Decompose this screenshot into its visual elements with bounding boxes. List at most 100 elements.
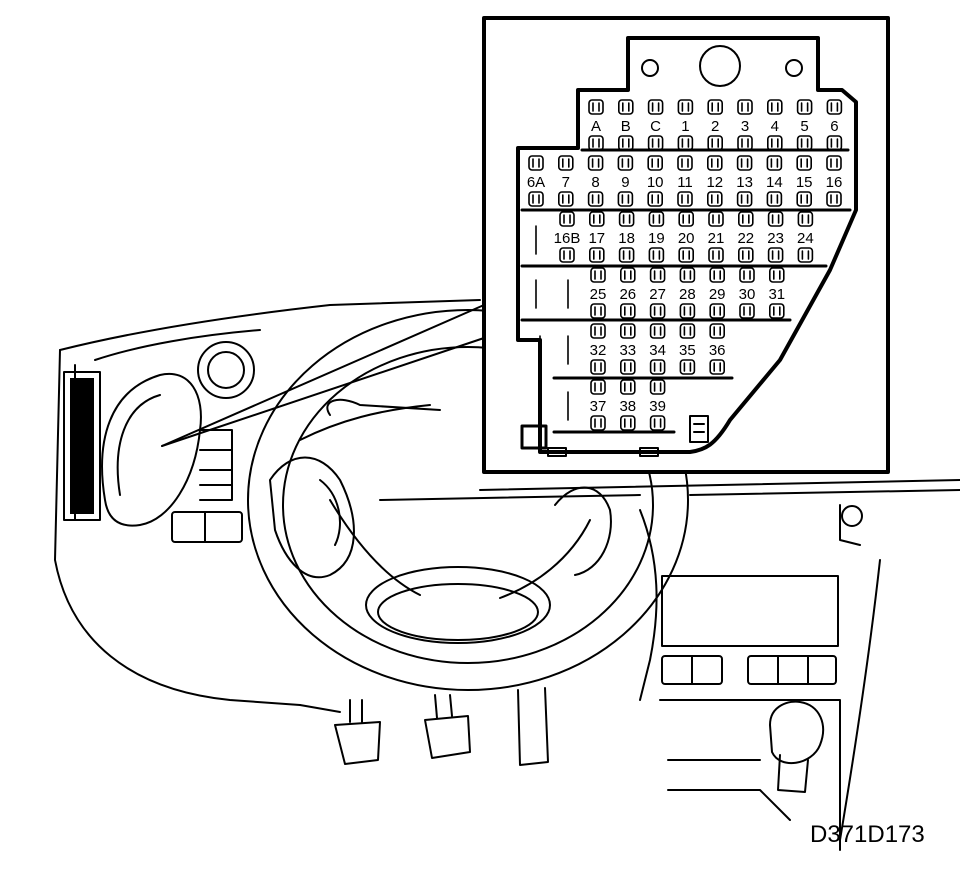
fuse-slot: [557, 155, 574, 207]
fuse-slot: [709, 267, 726, 319]
callout-pointer: [161, 304, 485, 447]
fuse-label: 5: [800, 118, 808, 135]
fuse-label: 24: [797, 230, 814, 247]
fuse-label: 22: [737, 230, 754, 247]
fuse-label: 25: [590, 286, 607, 303]
fuse-slot: [677, 99, 694, 151]
fuse-label: 23: [767, 230, 784, 247]
fuse-slot: [528, 155, 544, 207]
fuse-label: 27: [649, 286, 666, 303]
fuse-label: 8: [591, 174, 599, 191]
fuse-slot: [590, 379, 606, 431]
fuse-slot: [678, 211, 695, 263]
fuse-slot: [588, 211, 605, 263]
fuse-label: 4: [771, 118, 779, 135]
fuse-label: 6A: [527, 174, 545, 191]
left-air-vent: [63, 371, 101, 521]
fuse-label: 33: [619, 342, 636, 359]
fuse-slot: [768, 267, 785, 319]
fuse-slot: [767, 211, 784, 263]
steering-wheel: [247, 309, 689, 691]
fuse-label: 39: [649, 398, 666, 415]
fuse-label: 12: [706, 174, 723, 191]
fuse-slot: [649, 267, 666, 319]
fuse-label: 21: [708, 230, 725, 247]
fuse-slot: [679, 323, 696, 375]
fuse-slot: [766, 99, 783, 151]
fuse-label: 35: [679, 342, 696, 359]
fuse-slot: [649, 379, 666, 431]
fuse-slot: [708, 211, 724, 263]
fuse-label: 1: [681, 118, 689, 135]
fuse-label: 32: [590, 342, 607, 359]
fuse-slot: [590, 267, 606, 319]
fuse-label: 15: [796, 174, 813, 191]
fuse-slot: [737, 211, 754, 263]
fuse-slot: [649, 323, 666, 375]
fuse-label: 3: [741, 118, 749, 135]
fuse-slot: [619, 379, 636, 431]
fuse-box-inset: [482, 16, 890, 474]
fuse-label: 13: [736, 174, 753, 191]
fuse-slot: [706, 155, 723, 207]
fuse-slot: [619, 323, 636, 375]
fuse-slot: [619, 267, 636, 319]
fuse-slot: [617, 99, 634, 151]
fuse-label: 18: [618, 230, 635, 247]
fuse-label: 20: [678, 230, 695, 247]
fuse-label: 2: [711, 118, 719, 135]
fuse-label: 17: [588, 230, 605, 247]
fuse-label: 14: [766, 174, 783, 191]
fuse-slot: [588, 99, 604, 151]
fuse-box-outline: [516, 36, 858, 457]
fuse-label: A: [591, 118, 601, 135]
fuse-slot: [766, 155, 783, 207]
fuse-label: 29: [709, 286, 726, 303]
fuse-slot: [618, 211, 635, 263]
pedals: [334, 687, 549, 766]
fuse-slot: [826, 99, 843, 151]
fuse-contact-slots: [528, 99, 843, 431]
fuse-slot: [826, 155, 842, 207]
reference-code: D371D173: [810, 821, 925, 848]
fuse-slot: [617, 155, 634, 207]
centre-console: [639, 504, 881, 851]
fuse-slot: [587, 155, 604, 207]
fuse-slot: [736, 155, 753, 207]
fuse-label: 28: [679, 286, 696, 303]
fuse-slot: [737, 99, 753, 151]
fuse-slot: [796, 99, 813, 151]
fuse-slot: [647, 155, 664, 207]
fuse-label: 11: [677, 174, 693, 191]
fuse-label: 37: [590, 398, 607, 415]
indicator-stalk: [326, 398, 441, 416]
fuse-label: 31: [768, 286, 785, 303]
fuse-label: 16B: [554, 230, 581, 247]
fuse-label: 36: [709, 342, 726, 359]
fuse-slot: [679, 267, 696, 319]
fuse-slot: [647, 99, 664, 151]
fuse-slot: [739, 267, 755, 319]
fuse-label: 7: [562, 174, 570, 191]
fuse-label: 34: [649, 342, 666, 359]
fuse-slot: [796, 155, 813, 207]
fuse-slot: [590, 323, 606, 375]
fuse-slot: [709, 323, 726, 375]
fuse-label: 30: [739, 286, 756, 303]
fuse-label: 19: [648, 230, 665, 247]
fuse-slot: [648, 211, 665, 263]
fuse-slot: [707, 99, 724, 151]
fuse-label: B: [621, 118, 631, 135]
fuse-label: 10: [647, 174, 664, 191]
fuse-label: 26: [619, 286, 636, 303]
instrument-cluster: [101, 341, 255, 543]
fuse-slot: [797, 211, 814, 263]
fuse-label: 9: [621, 174, 629, 191]
fuse-label: C: [650, 118, 661, 135]
fuse-slot: [677, 155, 693, 207]
fuse-label: 6: [830, 118, 838, 135]
fuse-slot: [559, 211, 575, 263]
